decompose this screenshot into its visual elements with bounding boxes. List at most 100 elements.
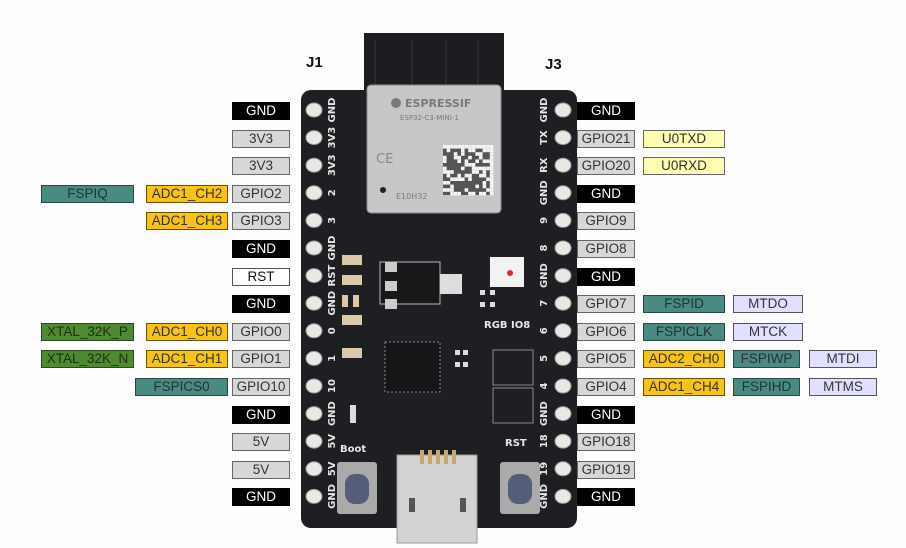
left-pin-hole [305,185,323,201]
left-silk-label: 3V3 [327,154,338,176]
left-pin-label: 3V3 [232,157,290,176]
left-func-label-fspi: FSPICS0 [135,378,228,396]
usb-uart-chip [384,341,441,393]
left-pin-label: 5V [232,433,290,452]
right-pin-hole [554,461,572,477]
right-func-label-jtag: MTMS [809,378,877,396]
right-func-label-adc: ADC2_CH0 [643,350,725,369]
right-func-label-uart: U0TXD [643,129,725,148]
right-silk-label: 6 [539,327,550,334]
right-pin-label: GND [577,102,635,120]
right-pin-hole [554,433,572,449]
right-silk-label: GND [539,401,550,426]
left-pin-label: GND [232,405,290,424]
right-pin-hole [554,185,572,201]
left-silk-label: GND [327,401,338,426]
right-pin-hole [554,212,572,228]
right-pin-label: GPIO6 [577,322,635,341]
left-pin-hole [305,240,323,256]
left-silk-label: GND [327,484,338,509]
right-func-label-jtag: MTDO [733,295,803,314]
right-silk-label: 4 [539,382,550,389]
left-func-label-adc: ADC1_CH0 [146,322,228,341]
left-silk-label: GND [327,98,338,123]
right-silk-label: GND [539,263,550,288]
right-silk-label: 18 [539,434,550,448]
right-pin-label: GND [577,405,635,424]
right-pin-label: GPIO9 [577,212,635,231]
right-silk-label: 19 [539,462,550,476]
right-func-label-adc: ADC1_CH4 [643,378,725,396]
right-pin-label: GPIO21 [577,129,635,148]
left-pin-hole [305,268,323,284]
left-pin-label: GND [232,240,290,258]
left-pin-hole [305,212,323,228]
module-code: E10H32 [396,192,427,201]
left-pin-hole [305,157,323,173]
left-pin-hole [305,350,323,366]
left-silk-label: 2 [327,189,338,196]
right-pin-label: GPIO18 [577,433,635,452]
left-pin-label: GND [232,295,290,314]
rst-label: RST [505,438,527,449]
left-func-label-adc: ADC1_CH2 [146,184,228,203]
right-silk-label: 9 [539,217,550,224]
left-pin-hole [305,406,323,422]
right-pin-hole [554,157,572,173]
right-pin-label: GND [577,267,635,286]
left-func-label-xtal: XTAL_32K_P [41,322,134,341]
right-pin-label: GPIO4 [577,378,635,396]
left-func-label-adc: ADC1_CH1 [146,350,228,369]
left-pin-label: 3V3 [232,129,290,148]
datamatrix-code [443,145,494,196]
right-pin-hole [554,240,572,256]
module-brand: ESPRESSIF [405,97,471,110]
left-silk-label: 5V [327,461,338,476]
left-pin-hole [305,461,323,477]
rgb-led [490,257,524,287]
left-pin-label: GPIO3 [232,212,290,231]
left-silk-label: 1 [327,355,338,362]
right-silk-label: GND [539,98,550,123]
left-silk-label: GND [327,236,338,261]
left-silk-label: 3V3 [327,127,338,149]
left-func-label-fspi: FSPIQ [41,184,134,203]
right-func-label-jtag: MTCK [733,322,803,341]
right-pin-label: GND [577,184,635,203]
left-silk-label: 5V [327,434,338,449]
left-pin-label: GND [232,102,290,120]
left-pin-label: RST [232,267,290,286]
right-pin-label: GPIO19 [577,460,635,479]
right-silk-label: TX [539,130,550,145]
right-func-label-uart: U0RXD [643,157,725,176]
ce-mark: CE [376,152,393,167]
right-silk-label: GND [539,180,550,205]
right-pin-hole [554,378,572,394]
right-func-label-fspi: FSPICLK [643,322,725,341]
right-pin-hole [554,130,572,146]
right-pin-label: GPIO7 [577,295,635,314]
left-pin-hole [305,378,323,394]
antenna [364,33,504,93]
module-model: ESP32-C3-MINI-1 [400,114,459,122]
left-pin-label: GPIO1 [232,350,290,369]
left-pin-hole [305,323,323,339]
right-func-label-fspi: FSPIWP [733,350,800,369]
left-silk-label: RST [327,265,338,287]
left-silk-label: 0 [327,327,338,334]
left-func-label-xtal: XTAL_32K_N [41,350,134,369]
right-pin-hole [554,488,572,504]
right-silk-label: GND [539,484,550,509]
left-pin-hole [305,433,323,449]
left-silk-label: GND [327,291,338,316]
right-pin-hole [554,295,572,311]
left-pin-hole [305,102,323,118]
right-silk-label: 8 [539,244,550,251]
left-pin-label: GND [232,488,290,507]
header-j3: J3 [545,56,562,73]
right-func-label-fspi: FSPIHD [733,378,800,396]
left-pin-label: 5V [232,460,290,479]
left-pin-label: GPIO10 [232,378,290,396]
right-pin-hole [554,350,572,366]
